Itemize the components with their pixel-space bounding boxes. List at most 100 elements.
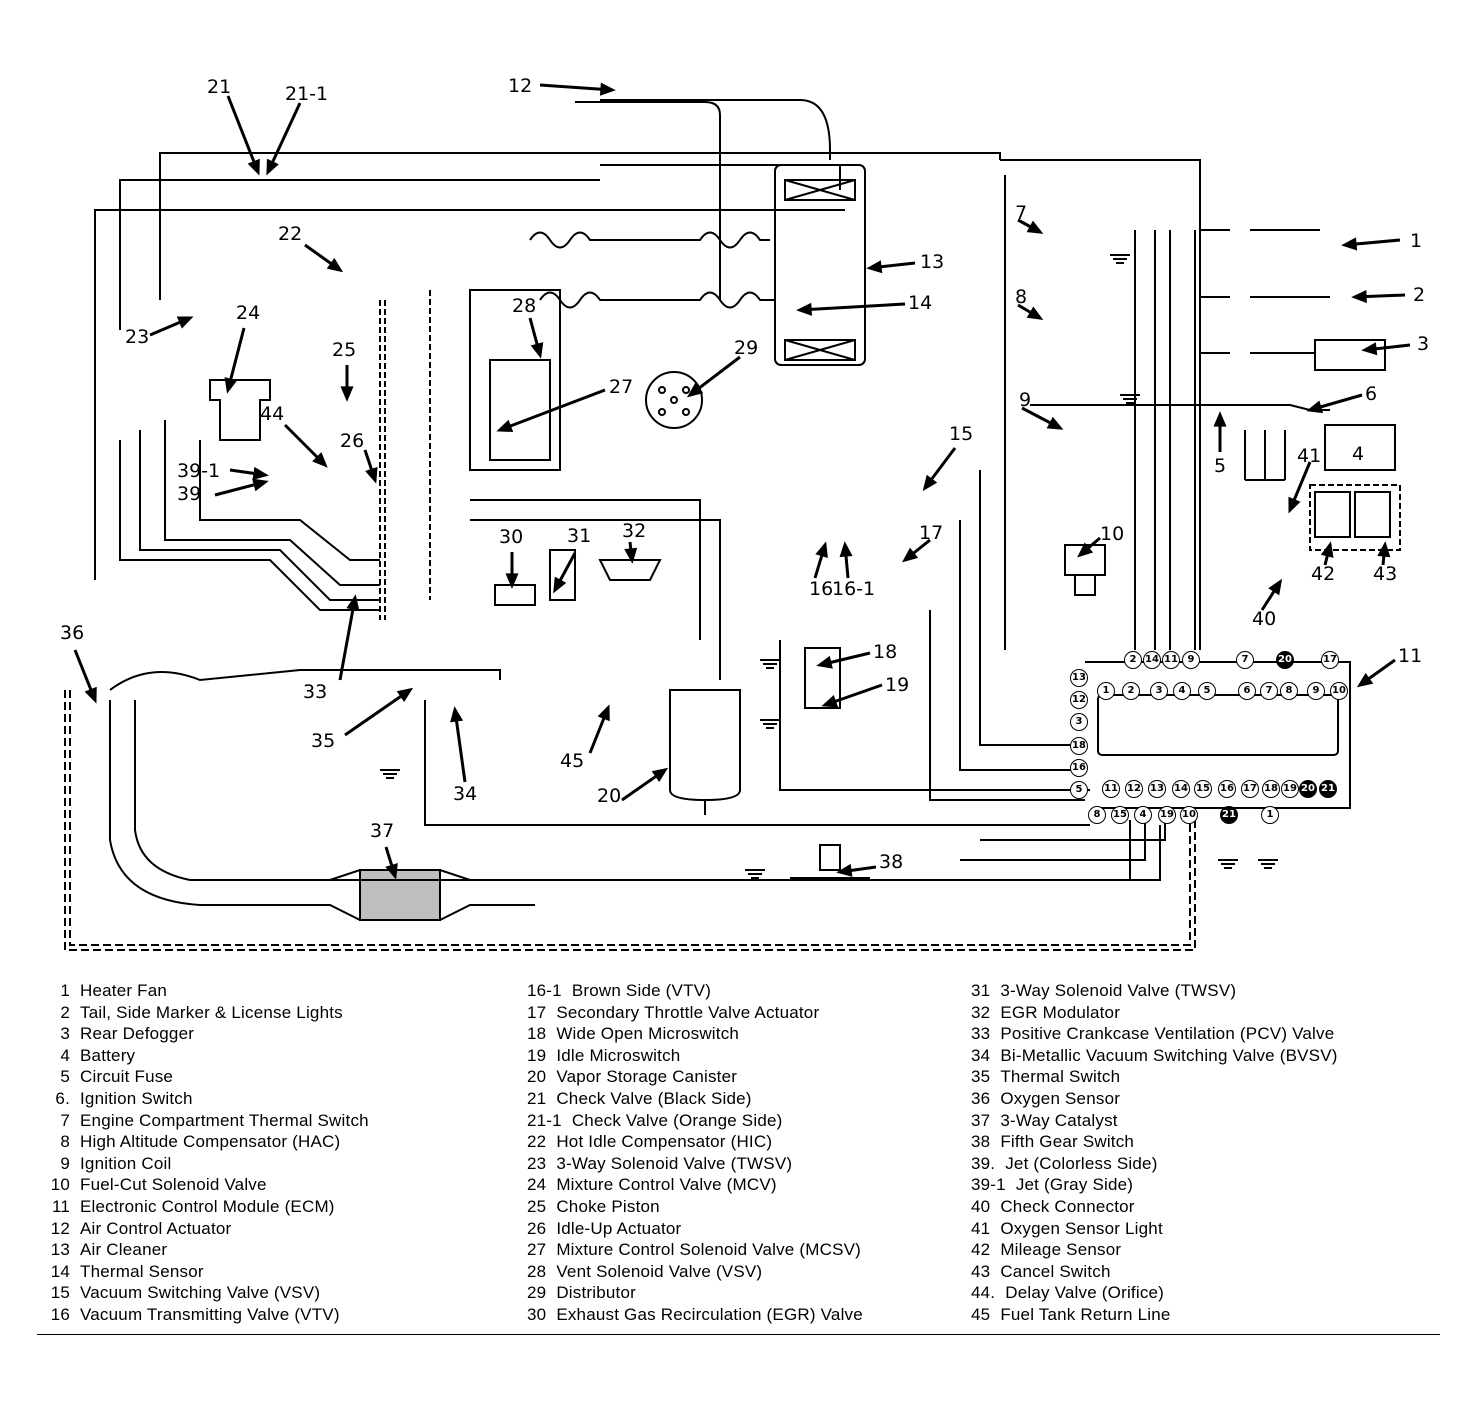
arrowhead-7 (1026, 220, 1044, 234)
legend-item-number: 13 (50, 1240, 70, 1260)
schematic-drawing (64, 82, 1411, 951)
legend-item-text: Battery (80, 1045, 136, 1065)
callout-20: 20 (597, 785, 622, 807)
arrowhead-39-1 (252, 466, 269, 480)
ecm-harness-pin-top: 20 (1276, 651, 1294, 669)
legend-item-number: 7 (60, 1110, 70, 1130)
vapor-canister (669, 689, 741, 802)
legend-item-number: 8 (60, 1132, 70, 1152)
hose-top-outer (159, 152, 1001, 300)
arrowhead-6 (1306, 400, 1323, 414)
rear-defogger-grid (1314, 339, 1386, 371)
callout-16-1: 16-1 (832, 578, 876, 600)
legend-item-text: Delay Valve (Orifice) (1005, 1283, 1165, 1303)
legend-item-number: 34 (971, 1045, 991, 1065)
legend-item-text: Check Valve (Black Side) (556, 1088, 752, 1108)
legend-item-text: Jet (Colorless Side) (1005, 1153, 1158, 1173)
legend-item-number: 33 (971, 1024, 991, 1044)
callout-33: 33 (303, 681, 328, 703)
legend-item-number: 16 (50, 1304, 70, 1324)
arrowhead-12 (599, 82, 616, 96)
legend-item-number: 17 (527, 1002, 547, 1022)
callout-8: 8 (1015, 286, 1028, 308)
ecm-harness-pin-bottom: 21 (1220, 806, 1238, 824)
ecm-pin-top: 6 (1238, 682, 1256, 700)
legend-item-text: Rear Defogger (80, 1024, 195, 1044)
ecm-harness-pin-top: 9 (1182, 651, 1200, 669)
legend-item-text: Engine Compartment Thermal Switch (80, 1110, 369, 1130)
callout-14: 14 (908, 292, 933, 314)
legend-item-text: 3-Way Solenoid Valve (TWSV) (1000, 981, 1237, 1000)
corrugated-hose-upper (529, 231, 770, 249)
ecm-harness-pin-top: 11 (1162, 651, 1180, 669)
arrowhead-9 (1046, 416, 1064, 430)
legend-item-number: 21-1 (527, 1110, 562, 1130)
callout-32: 32 (622, 520, 647, 542)
callout-21-1: 21-1 (285, 83, 329, 105)
leader-line-27 (499, 388, 606, 432)
callout-39-1: 39-1 (177, 460, 221, 482)
callout-44: 44 (260, 403, 285, 425)
callout-2: 2 (1413, 284, 1426, 306)
legend-item-text: Positive Crankcase Ventilation (PCV) Val… (1000, 1024, 1335, 1044)
arrowhead-35 (396, 687, 414, 703)
callout-3: 3 (1417, 333, 1430, 355)
legend-item-number: 32 (971, 1002, 991, 1022)
legend-item-number: 22 (527, 1132, 547, 1152)
legend-item-number: 15 (50, 1283, 70, 1303)
arrowhead-25 (340, 386, 354, 402)
legend-item-number: 39-1 (971, 1175, 1006, 1195)
legend-item: 44.Delay Valve (Orifice) (971, 1282, 1338, 1304)
leader-line-21 (226, 95, 260, 173)
bottom-divider (37, 1334, 1440, 1335)
legend-item-text: Air Control Actuator (80, 1218, 232, 1238)
egr-modulator (598, 559, 662, 581)
legend-item: 39.Jet (Colorless Side) (971, 1153, 1338, 1175)
arrowhead-18 (816, 655, 833, 669)
legend-item-text: Ignition Coil (80, 1153, 172, 1173)
legend-item-text: Idle Microswitch (556, 1045, 681, 1065)
ecm-harness-pin-top: 7 (1236, 651, 1254, 669)
ecm-pin-bottom: 20 (1299, 780, 1317, 798)
callout-27: 27 (609, 376, 634, 398)
legend-item-text: Idle-Up Actuator (556, 1218, 682, 1238)
ecm-pin-top: 10 (1330, 682, 1348, 700)
callout-45: 45 (560, 750, 585, 772)
ecm-harness-pin-left: 3 (1070, 713, 1088, 731)
ecm-pin-top: 9 (1307, 682, 1325, 700)
arrowhead-5 (1213, 411, 1227, 427)
callout-31: 31 (567, 525, 592, 547)
arrowhead-41 (1288, 496, 1301, 514)
arrowhead-3 (1361, 342, 1378, 356)
arrowhead-24 (224, 377, 238, 394)
callout-35: 35 (311, 730, 336, 752)
schematic-diagram: 1 2 3 4 5 6 7 8 9 10 11 12 13 14 15 16 1… (60, 77, 1430, 951)
ecm-pin-bottom: 12 (1125, 780, 1143, 798)
legend-item-text: Vacuum Switching Valve (VSV) (80, 1283, 321, 1303)
legend-item: 33 Positive Crankcase Ventilation (PCV) V… (971, 1023, 1338, 1045)
callout-34: 34 (453, 783, 478, 805)
callout-11: 11 (1398, 645, 1423, 667)
callout-5: 5 (1214, 455, 1227, 477)
ecm-pin-top: 4 (1173, 682, 1191, 700)
legend-item-number: 20 (527, 1067, 547, 1087)
legend-item-number: 27 (527, 1240, 547, 1260)
legend-item-number: 11 (51, 1196, 70, 1216)
arrowhead-10 (1077, 542, 1094, 558)
legend-item-number: 35 (971, 1067, 991, 1087)
ecm-harness-pin-top: 14 (1143, 651, 1161, 669)
callout-4: 4 (1352, 443, 1365, 465)
legend-item-text: Fuel Tank Return Line (1000, 1304, 1171, 1324)
legend-item-number: 30 (527, 1304, 547, 1324)
arrowhead-19 (821, 694, 839, 708)
legend-item-number: 36 (971, 1088, 991, 1108)
